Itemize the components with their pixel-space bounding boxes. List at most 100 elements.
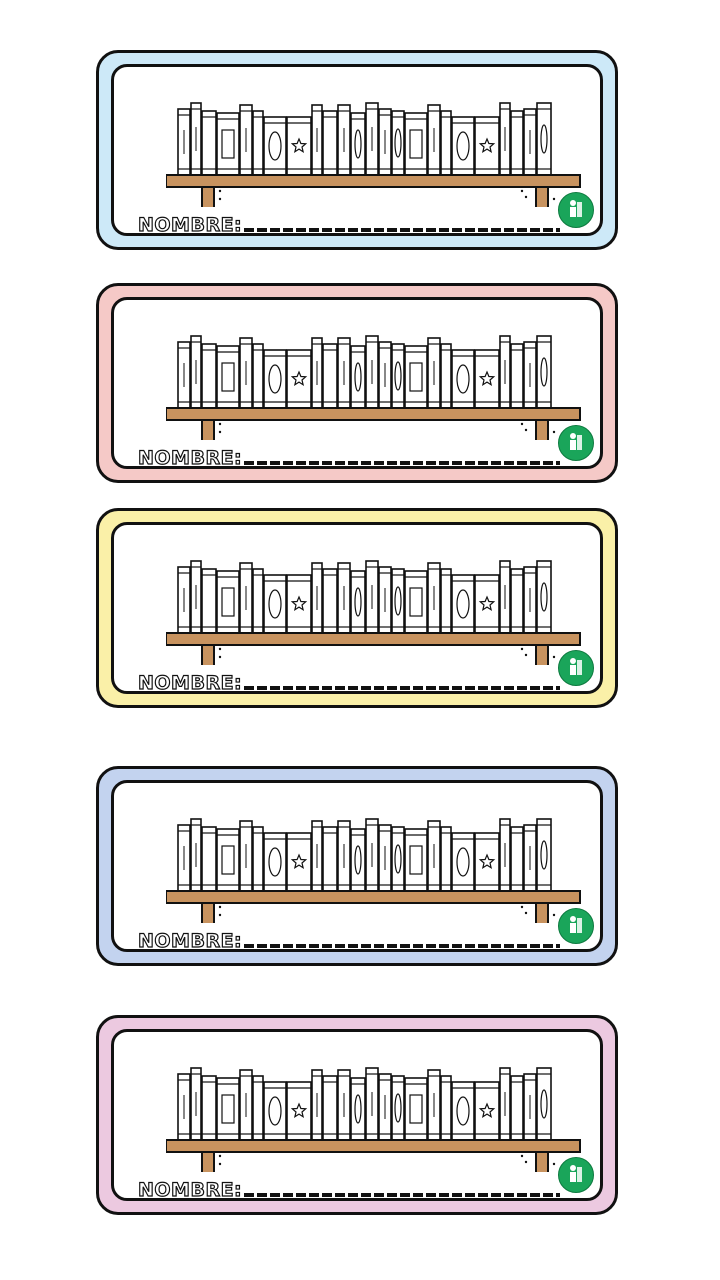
book-icon [311, 562, 323, 634]
bookshelf-icon [166, 560, 581, 665]
logo-badge-icon [558, 908, 594, 944]
book-icon [177, 108, 191, 176]
label-inner-panel: NOMBRE: [111, 522, 603, 694]
book-icon [474, 574, 500, 634]
bookshelf-icon [166, 335, 581, 440]
name-label: NOMBRE: [137, 214, 243, 236]
book-icon [510, 568, 524, 634]
book-icon [350, 570, 366, 634]
label-inner-panel: NOMBRE: [111, 64, 603, 236]
book-icon [286, 832, 312, 892]
logo-mark-icon [570, 200, 582, 217]
name-label-card-1: NOMBRE: [96, 50, 618, 250]
book-icon [177, 341, 191, 409]
name-label-card-2: NOMBRE: [96, 283, 618, 483]
book-icon [391, 1075, 405, 1141]
book-icon [252, 110, 264, 176]
book-icon [536, 102, 552, 176]
book-icon [523, 108, 537, 176]
shelf-board [166, 174, 581, 188]
book-icon [337, 337, 351, 409]
shelf-bracket [201, 186, 215, 207]
book-icon [378, 824, 392, 892]
book-icon [216, 112, 240, 176]
shelf-bracket [535, 1151, 549, 1172]
book-icon [322, 1075, 338, 1141]
logo-mark-icon [570, 1165, 582, 1182]
book-icon [499, 1067, 511, 1141]
shelf-board [166, 1139, 581, 1153]
shelf-bracket [201, 419, 215, 440]
book-icon [365, 818, 379, 892]
book-icon [239, 562, 253, 634]
book-icon [378, 566, 392, 634]
book-icon [451, 832, 475, 892]
book-icon [201, 568, 217, 634]
name-dashed-line [244, 1193, 561, 1197]
book-icon [311, 104, 323, 176]
name-field[interactable]: NOMBRE: [137, 669, 561, 694]
book-icon [510, 826, 524, 892]
book-icon [286, 1081, 312, 1141]
book-icon [252, 568, 264, 634]
book-icon [337, 820, 351, 892]
book-icon [365, 1067, 379, 1141]
book-icon [190, 560, 202, 634]
shelf-bracket [535, 902, 549, 923]
name-label: NOMBRE: [137, 447, 243, 469]
name-label-card-3: NOMBRE: [96, 508, 618, 708]
book-icon [190, 1067, 202, 1141]
book-icon [427, 337, 441, 409]
book-icon [523, 566, 537, 634]
name-field[interactable]: NOMBRE: [137, 927, 561, 951]
book-icon [451, 574, 475, 634]
book-icon [391, 110, 405, 176]
name-field[interactable]: NOMBRE: [137, 444, 561, 469]
book-icon [391, 568, 405, 634]
book-icon [190, 102, 202, 176]
book-icon [239, 820, 253, 892]
book-icon [252, 343, 264, 409]
book-icon [322, 110, 338, 176]
book-icon [365, 335, 379, 409]
book-icon [427, 562, 441, 634]
shelf-board [166, 407, 581, 421]
book-icon [510, 110, 524, 176]
book-icon [440, 343, 452, 409]
logo-badge-icon [558, 425, 594, 461]
logo-mark-icon [570, 658, 582, 675]
name-label: NOMBRE: [137, 672, 243, 694]
book-icon [474, 832, 500, 892]
book-icon [378, 341, 392, 409]
book-icon [474, 1081, 500, 1141]
book-icon [177, 1073, 191, 1141]
book-icon [201, 826, 217, 892]
book-icon [474, 349, 500, 409]
book-icon [201, 343, 217, 409]
book-icon [451, 116, 475, 176]
book-icon [451, 1081, 475, 1141]
logo-badge-icon [558, 1157, 594, 1193]
name-field[interactable]: NOMBRE: [137, 1176, 561, 1200]
book-icon [337, 562, 351, 634]
book-icon [427, 1069, 441, 1141]
shelf-board [166, 632, 581, 646]
shelf-bracket [201, 1151, 215, 1172]
book-icon [263, 349, 287, 409]
book-icon [216, 345, 240, 409]
book-icon [350, 1077, 366, 1141]
book-icon [451, 349, 475, 409]
book-icon [510, 1075, 524, 1141]
book-icon [286, 349, 312, 409]
book-icon [322, 343, 338, 409]
book-icon [190, 818, 202, 892]
logo-mark-icon [570, 916, 582, 933]
book-icon [404, 112, 428, 176]
book-icon [499, 335, 511, 409]
book-icon [239, 104, 253, 176]
book-icon [536, 560, 552, 634]
name-field[interactable]: NOMBRE: [137, 211, 561, 236]
book-icon [311, 337, 323, 409]
name-label-card-4: NOMBRE: [96, 766, 618, 966]
book-icon [350, 345, 366, 409]
